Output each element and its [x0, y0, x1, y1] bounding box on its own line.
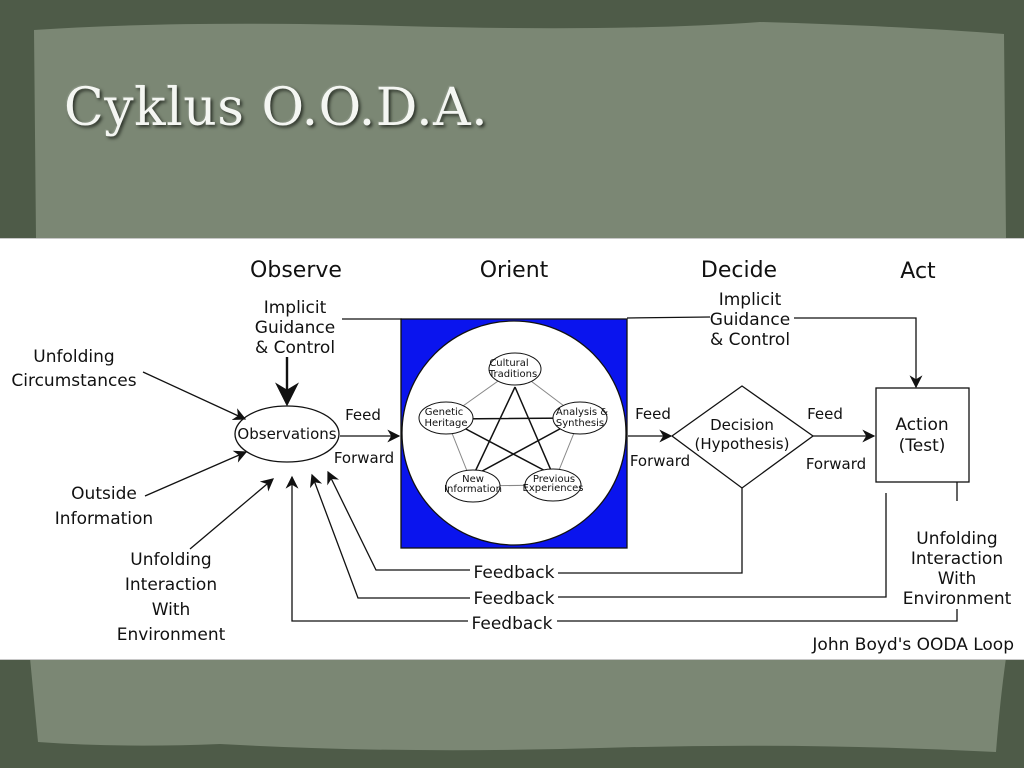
unfolding-interaction-right-1: Unfolding	[916, 529, 997, 549]
arrow-outside-info	[144, 450, 248, 497]
feed-forward-3-b: Forward	[806, 455, 866, 473]
slide-title: Cyklus O.O.D.A.	[64, 78, 489, 138]
unfolding-interaction-left-2: Interaction	[125, 575, 217, 595]
arrow-feedback-3	[285, 475, 468, 622]
feed-forward-3-a: Feed	[807, 405, 843, 423]
node-cultural-2: Traditions	[488, 369, 537, 380]
feedback-label-2: Feedback	[474, 589, 555, 609]
implicit-left-3: & Control	[255, 338, 335, 358]
unfolding-circumstances-2: Circumstances	[11, 371, 136, 391]
node-cultural-traditions	[488, 352, 542, 386]
node-previous-1: Previous	[533, 474, 575, 485]
action-node	[875, 387, 970, 483]
phase-observe: Observe	[250, 258, 342, 283]
node-analysis-1: Analysis &	[556, 407, 608, 418]
implicit-left-2: Guidance	[255, 318, 335, 338]
decision-label-1: Decision	[710, 416, 774, 434]
arrow-feedback-2	[310, 473, 470, 599]
node-genetic-heritage	[418, 401, 474, 435]
decision-label-2: (Hypothesis)	[695, 435, 790, 453]
action-label-2: (Test)	[899, 436, 946, 456]
unfolding-interaction-right-3: With	[938, 569, 977, 589]
implicit-line-mid	[626, 316, 711, 319]
node-new-2: Information	[444, 484, 502, 495]
outside-information-1: Outside	[71, 484, 137, 504]
unfolding-interaction-right-2: Interaction	[911, 549, 1003, 569]
action-label-1: Action	[895, 415, 948, 435]
implicit-right-2: Guidance	[710, 310, 790, 330]
unfolding-interaction-left-4: Environment	[117, 625, 226, 645]
feedback-line-decide	[558, 488, 743, 574]
phase-decide: Decide	[701, 258, 777, 283]
feedback-label-1: Feedback	[474, 563, 555, 583]
node-analysis-synthesis	[552, 401, 608, 435]
node-analysis-2: Synthesis	[556, 418, 604, 429]
feedback-line-act	[558, 493, 887, 598]
ooda-diagram-panel: Observe Orient Decide Act Implicit Guida…	[0, 238, 1024, 660]
orient-star	[446, 386, 581, 478]
arrow-implicit-right	[794, 317, 923, 389]
feed-forward-1-b: Forward	[334, 449, 394, 467]
phase-act: Act	[900, 259, 936, 284]
implicit-right-3: & Control	[710, 330, 790, 350]
node-genetic-2: Heritage	[424, 418, 467, 429]
phase-orient: Orient	[480, 258, 549, 283]
unfolding-interaction-left-1: Unfolding	[130, 550, 211, 570]
unfolding-interaction-left-3: With	[152, 600, 191, 620]
observations-label: Observations	[237, 425, 336, 443]
node-new-information	[445, 469, 501, 503]
node-cultural-1: Cultural	[489, 358, 528, 369]
diagram-caption: John Boyd's OODA Loop	[811, 635, 1014, 655]
feed-forward-2-b: Forward	[630, 452, 690, 470]
outside-information-2: Information	[55, 509, 153, 529]
node-previous-experiences	[524, 468, 582, 502]
implicit-right-1: Implicit	[719, 290, 782, 310]
unfolding-interaction-right-4: Environment	[903, 589, 1012, 609]
arrow-feedback-1	[327, 470, 470, 571]
node-genetic-1: Genetic	[425, 407, 464, 418]
unfolding-circumstances-1: Unfolding	[33, 347, 114, 367]
arrow-circumstances	[142, 371, 247, 421]
feedback-line-env	[557, 609, 958, 622]
node-new-1: New	[462, 474, 484, 485]
feed-forward-2-a: Feed	[635, 405, 671, 423]
feedback-label-3: Feedback	[472, 614, 553, 634]
ooda-loop-diagram: Observe Orient Decide Act Implicit Guida…	[11, 258, 1014, 655]
implicit-left-1: Implicit	[264, 298, 327, 318]
feed-forward-1-a: Feed	[345, 406, 381, 424]
arrow-interaction	[189, 478, 274, 550]
node-previous-2: Experiences	[523, 483, 584, 494]
